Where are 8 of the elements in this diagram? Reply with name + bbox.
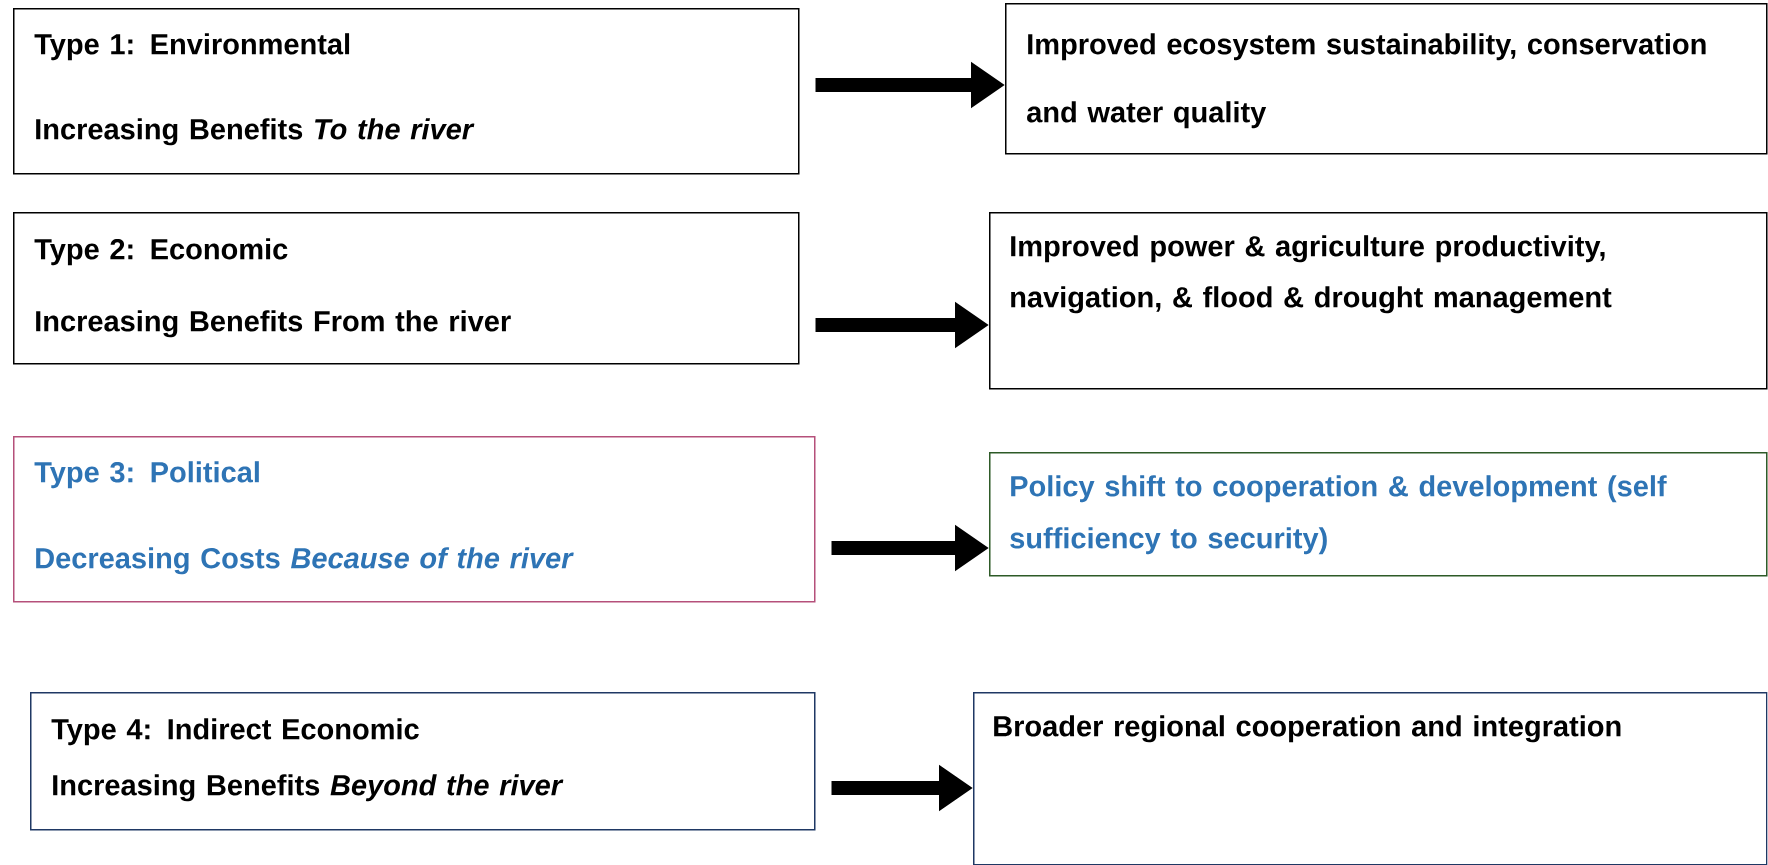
outcome-box: Policy shift to cooperation & development (self sufficiency to security) xyxy=(989,452,1768,577)
category-box: Type 3: Political Decreasing Costs Because of the river xyxy=(13,436,816,603)
category-box: Type 2: Economic Increasing Benefits From the river xyxy=(13,212,800,365)
category-box: Type 4: Indirect Economic Increasing Benefits Beyond the river xyxy=(30,692,816,831)
outcome-box: Improved ecosystem sustainability, conservation and water quality xyxy=(1005,3,1768,155)
category-box: Type 1: Environmental Increasing Benefits To the river xyxy=(13,8,800,175)
outcome-box: Improved power & agriculture productivity, navigation, & flood & drought management xyxy=(989,212,1768,390)
outcome-box: Broader regional cooperation and integration xyxy=(973,692,1768,865)
